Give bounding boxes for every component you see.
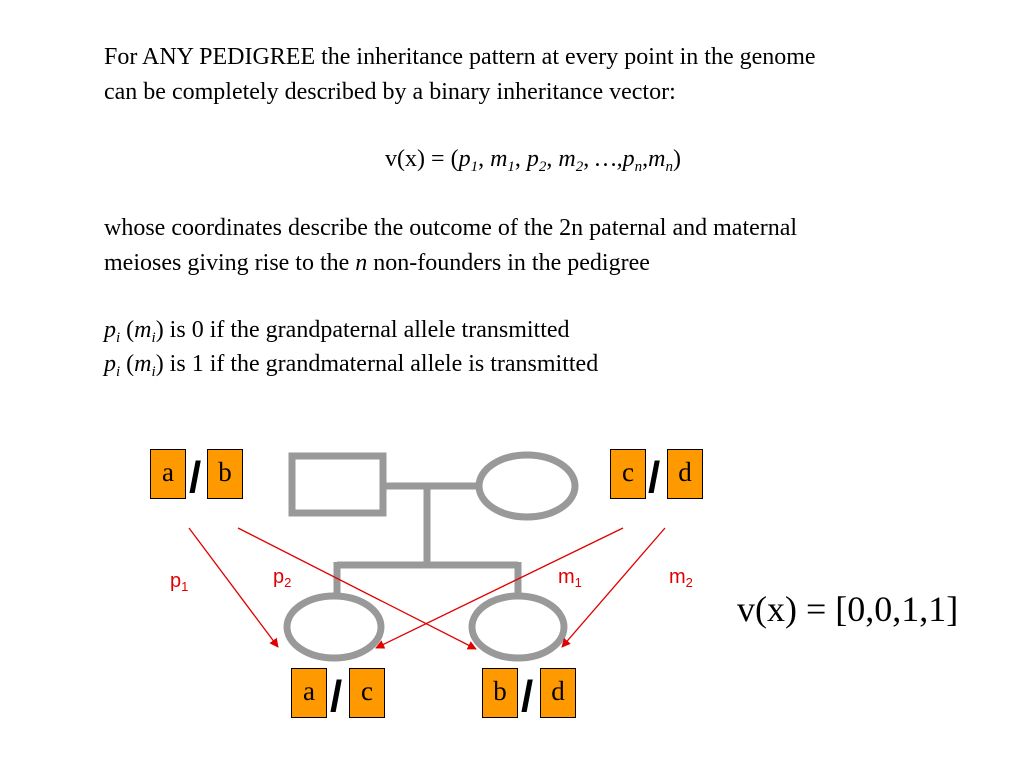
child2-allele-separator: / [521,672,534,721]
label-m2: m2 [669,566,693,590]
father-square [288,452,387,517]
label-p1: p1 [170,570,189,594]
mother-allele-separator: / [648,453,661,502]
arrow-p1 [188,527,279,648]
vector-formula: v(x) = (p1, m1, p2, m2, …,pn,mn) [385,146,681,175]
formula-sub: 2 [575,159,584,175]
rule-0: pi (mi) is 0 if the grandpaternal allele… [104,317,570,346]
father-allele-2: b [207,449,243,499]
father-allele-1: a [150,449,186,499]
rule-1: pi (mi) is 1 if the grandmaternal allele… [104,351,599,380]
label-p2: p2 [273,566,292,590]
label-m1: m1 [558,566,582,590]
father-allele-separator: / [189,453,202,502]
child1-allele-2: c [349,668,385,718]
intro-line-1: For ANY PEDIGREE the inheritance pattern… [104,44,816,70]
formula-term: p [526,146,539,172]
child2-allele-1: b [482,668,518,718]
formula-sub: n [634,159,643,175]
mother-allele-2: d [667,449,703,499]
formula-rhs: ) [672,146,681,172]
formula-term: m [648,146,666,172]
arrow-m2 [561,527,666,648]
formula-sub: n [665,159,673,175]
formula-lhs: v(x) = ( [385,146,459,172]
child1-allele-separator: / [330,672,343,721]
coords-line-1: whose coordinates describe the outcome o… [104,215,798,241]
child1-circle [283,592,385,662]
formula-term: …,p [595,146,635,172]
formula-term: m [558,146,576,172]
result-vector: v(x) = [0,0,1,1] [737,589,959,629]
arrow-m1 [375,527,624,649]
formula-sub: 1 [470,159,479,175]
mother-allele-1: c [610,449,646,499]
child2-allele-2: d [540,668,576,718]
coords-line-2: meioses giving rise to the n non-founder… [104,250,650,276]
child1-allele-1: a [291,668,327,718]
formula-sub: 2 [538,159,547,175]
mother-circle [475,451,579,521]
formula-term: m [490,146,508,172]
arrow-p2 [237,527,477,650]
intro-line-2: can be completely described by a binary … [104,79,676,105]
formula-sub: 1 [507,159,515,175]
formula-term: p [458,146,471,172]
child2-circle [468,592,568,662]
